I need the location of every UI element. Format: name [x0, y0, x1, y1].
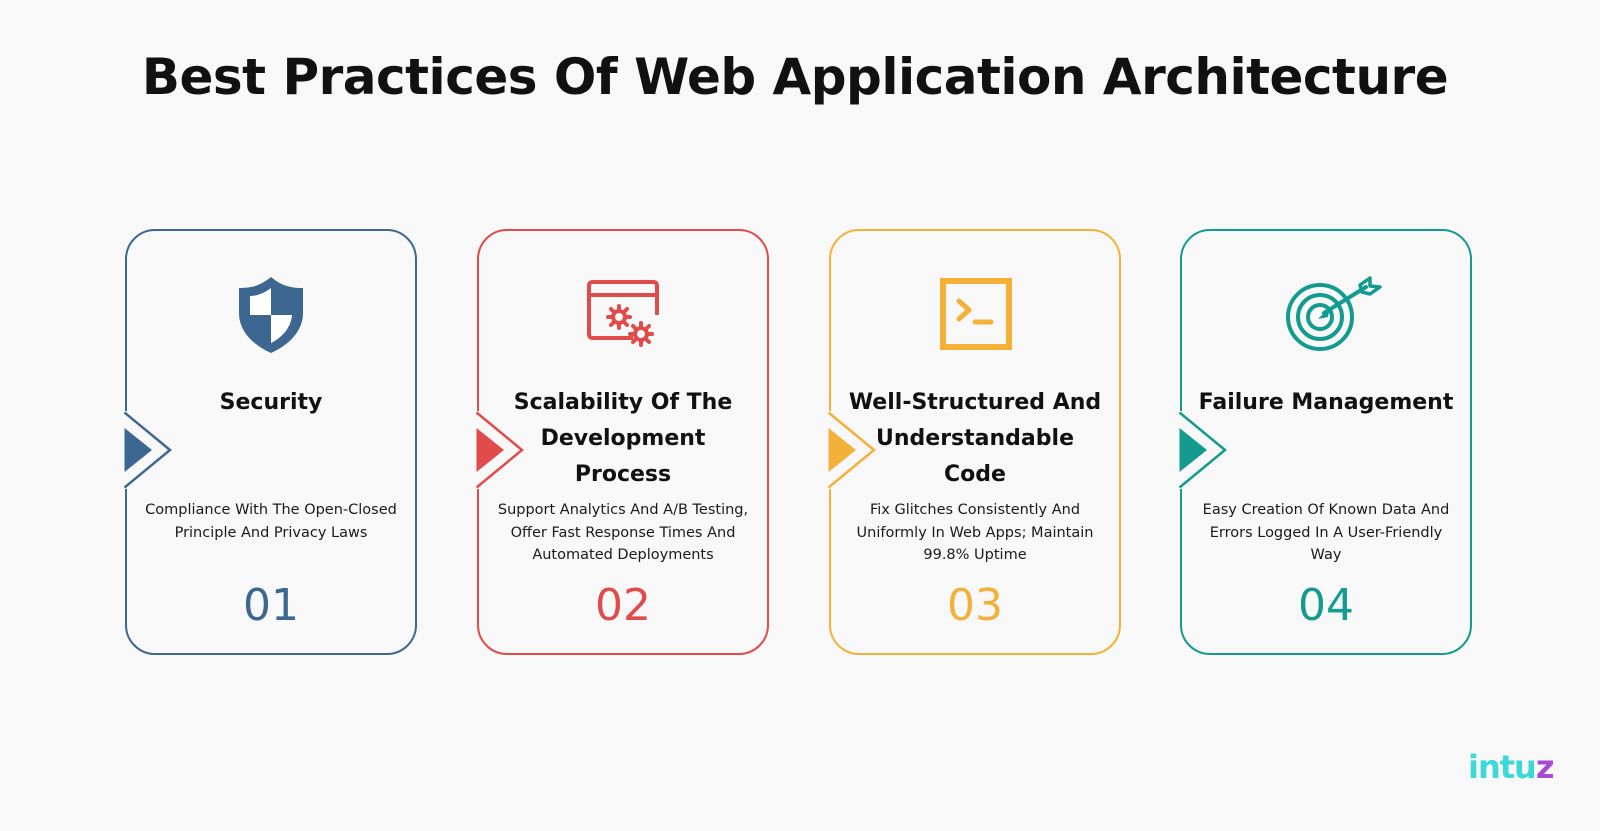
card-notch-arrow	[475, 411, 524, 489]
card-description: Fix Glitches Consistently And Uniformly …	[856, 502, 1094, 563]
terminal-icon	[940, 278, 1012, 350]
card-notch-arrow	[1178, 411, 1227, 489]
card-failure-management: Failure Management Easy Creation Of Know…	[1178, 229, 1472, 655]
card-number: 02	[595, 580, 651, 631]
card-number: 04	[1298, 580, 1354, 631]
card-code-quality: Well-Structured And Understandable Code …	[827, 229, 1121, 655]
card-scalability: Scalability Of The Development Process S…	[475, 229, 769, 655]
page-title: Best Practices Of Web Application Archit…	[141, 48, 1449, 106]
card-title: Well-Structured And Understandable Code	[848, 390, 1102, 487]
card-number: 03	[947, 580, 1003, 631]
card-security: Security Compliance With The Open-Closed…	[123, 229, 417, 655]
card-description: Easy Creation Of Known Data And Errors L…	[1202, 502, 1450, 563]
shield-icon	[239, 277, 303, 353]
intuz-logo: intuz	[1468, 748, 1554, 786]
card-title: Security	[219, 390, 323, 415]
card-notch-arrow	[827, 411, 876, 489]
browser-gears-icon	[587, 280, 659, 347]
card-number: 01	[243, 580, 299, 631]
card-title: Scalability Of The Development Process	[513, 390, 733, 487]
card-description: Compliance With The Open-Closed Principl…	[145, 502, 397, 541]
target-arrow-icon	[1286, 276, 1382, 351]
card-notch-arrow	[123, 411, 172, 489]
card-title: Failure Management	[1198, 390, 1454, 415]
card-description: Support Analytics And A/B Testing, Offer…	[497, 502, 749, 563]
